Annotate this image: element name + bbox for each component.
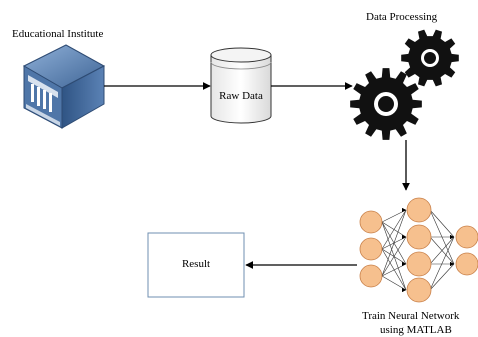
result-label: Result — [181, 258, 211, 270]
processing-label: Data Processing — [366, 11, 438, 23]
nn-label-line1: Train Neural Network — [362, 310, 460, 322]
raw-data-label: Raw Data — [219, 90, 263, 102]
database-icon — [210, 47, 272, 124]
institute-label: Educational Institute — [12, 28, 104, 40]
building-icon — [22, 44, 106, 129]
gear-icon — [350, 29, 459, 140]
neural-network-icon — [359, 197, 478, 303]
nn-label-line2: using MATLAB — [380, 324, 452, 336]
result-box — [147, 232, 245, 298]
